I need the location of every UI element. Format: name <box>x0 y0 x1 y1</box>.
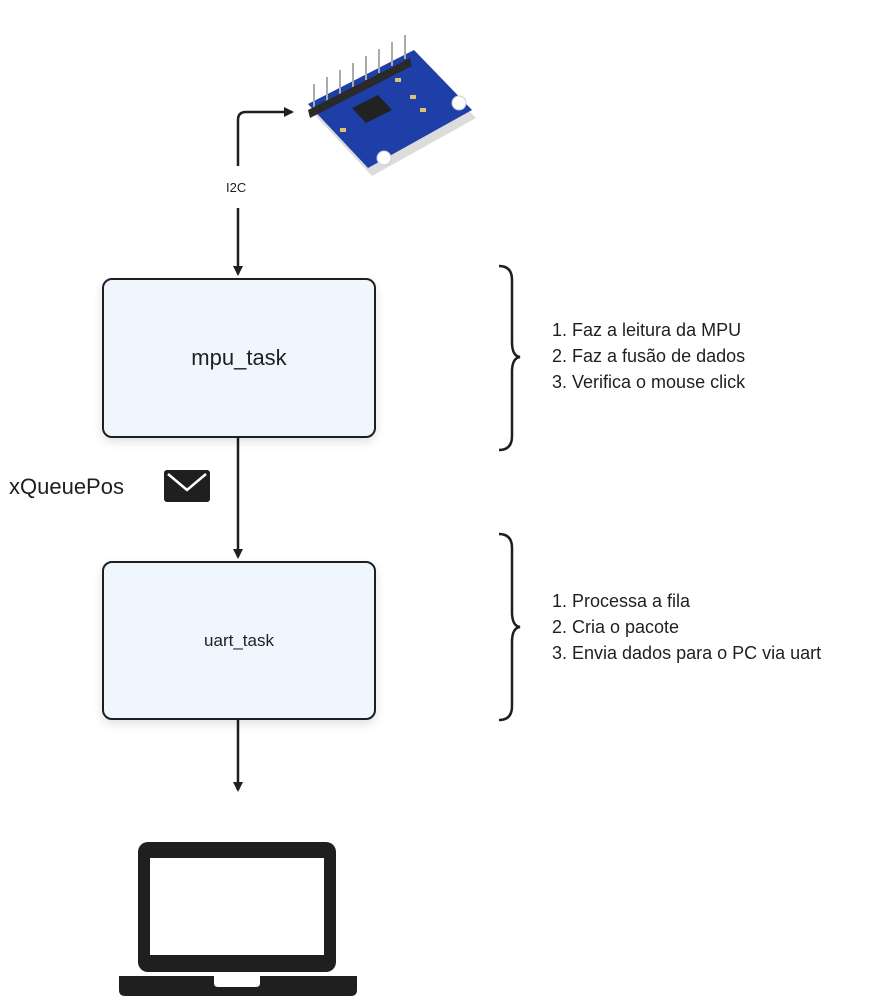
i2c-arrow-to-sensor <box>236 107 294 166</box>
mpu-step: 1. Faz a leitura da MPU <box>552 320 742 340</box>
mpu-task-node[interactable]: mpu_task <box>102 278 376 438</box>
mpu6050-board-icon <box>308 35 476 176</box>
uart-steps-bracket <box>498 532 521 722</box>
mpu-steps-bracket <box>498 264 521 452</box>
uart-step: 2. Cria o pacote <box>552 617 680 637</box>
queue-label: xQueuePos <box>9 474 124 499</box>
uart-steps-list: 1. Processa a fila 2. Cria o pacote 3. E… <box>552 588 821 666</box>
uart-task-node[interactable]: uart_task <box>102 561 376 720</box>
mpu-task-label: mpu_task <box>191 345 287 370</box>
mpu-steps-list: 1. Faz a leitura da MPU 2. Faz a fusão d… <box>552 317 745 395</box>
i2c-label: I2C <box>226 180 247 195</box>
uart-step: 3. Envia dados para o PC via uart <box>552 643 822 663</box>
mpu-step: 3. Verifica o mouse click <box>552 372 746 392</box>
mpu-step: 2. Faz a fusão de dados <box>552 346 746 366</box>
uart-step: 1. Processa a fila <box>552 591 691 611</box>
uart-task-label: uart_task <box>204 630 274 650</box>
